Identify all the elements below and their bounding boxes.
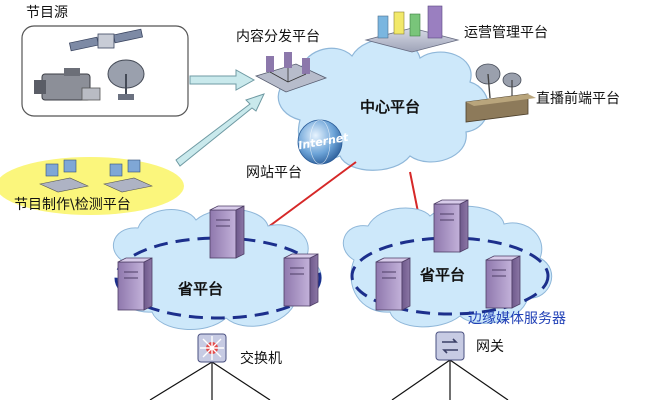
production-monitoring-label: 节目制作\检测平台 (14, 197, 131, 213)
broadcast-station-icon (465, 63, 536, 123)
satellite-dish-icon (107, 59, 145, 100)
province-left-label: 省平台 (178, 280, 224, 298)
gateway-icon (435, 331, 465, 361)
server-tower-icon (283, 253, 319, 307)
program-source-label: 节目源 (26, 5, 68, 21)
arrow-source-to-distribution (189, 69, 256, 91)
server-tower-icon (375, 257, 411, 311)
edge-media-servers-label: 边缘媒体服务器 (468, 311, 566, 327)
video-camera-icon (34, 68, 101, 101)
switch-icon (197, 333, 227, 363)
gateway-downlinks (391, 359, 509, 400)
switch-label: 交换机 (240, 351, 282, 367)
operations-management-label: 运营管理平台 (464, 25, 548, 41)
website-platform-label: 网站平台 (246, 165, 302, 181)
server-tower-icon (117, 257, 153, 311)
computer-workstation-icon (103, 159, 153, 193)
gateway-label: 网关 (476, 339, 504, 355)
server-tower-icon (433, 199, 469, 253)
content-distribution-label: 内容分发平台 (236, 29, 320, 45)
satellite-icon (68, 28, 144, 52)
province-right-label: 省平台 (420, 266, 466, 284)
server-tower-icon (485, 255, 521, 309)
arrow-production-to-distribution (175, 93, 265, 167)
internet-globe-icon (297, 119, 343, 165)
red-link-left (255, 161, 357, 237)
server-rack-icon (364, 5, 460, 53)
computer-workstation-icon (39, 159, 89, 193)
server-tower-icon (209, 205, 245, 259)
network-hub-icon (254, 52, 328, 93)
switch-downlinks (149, 361, 271, 400)
province-ring-left (114, 236, 322, 320)
live-frontend-label: 直播前端平台 (536, 91, 620, 107)
central-platform-label: 中心平台 (360, 98, 421, 116)
